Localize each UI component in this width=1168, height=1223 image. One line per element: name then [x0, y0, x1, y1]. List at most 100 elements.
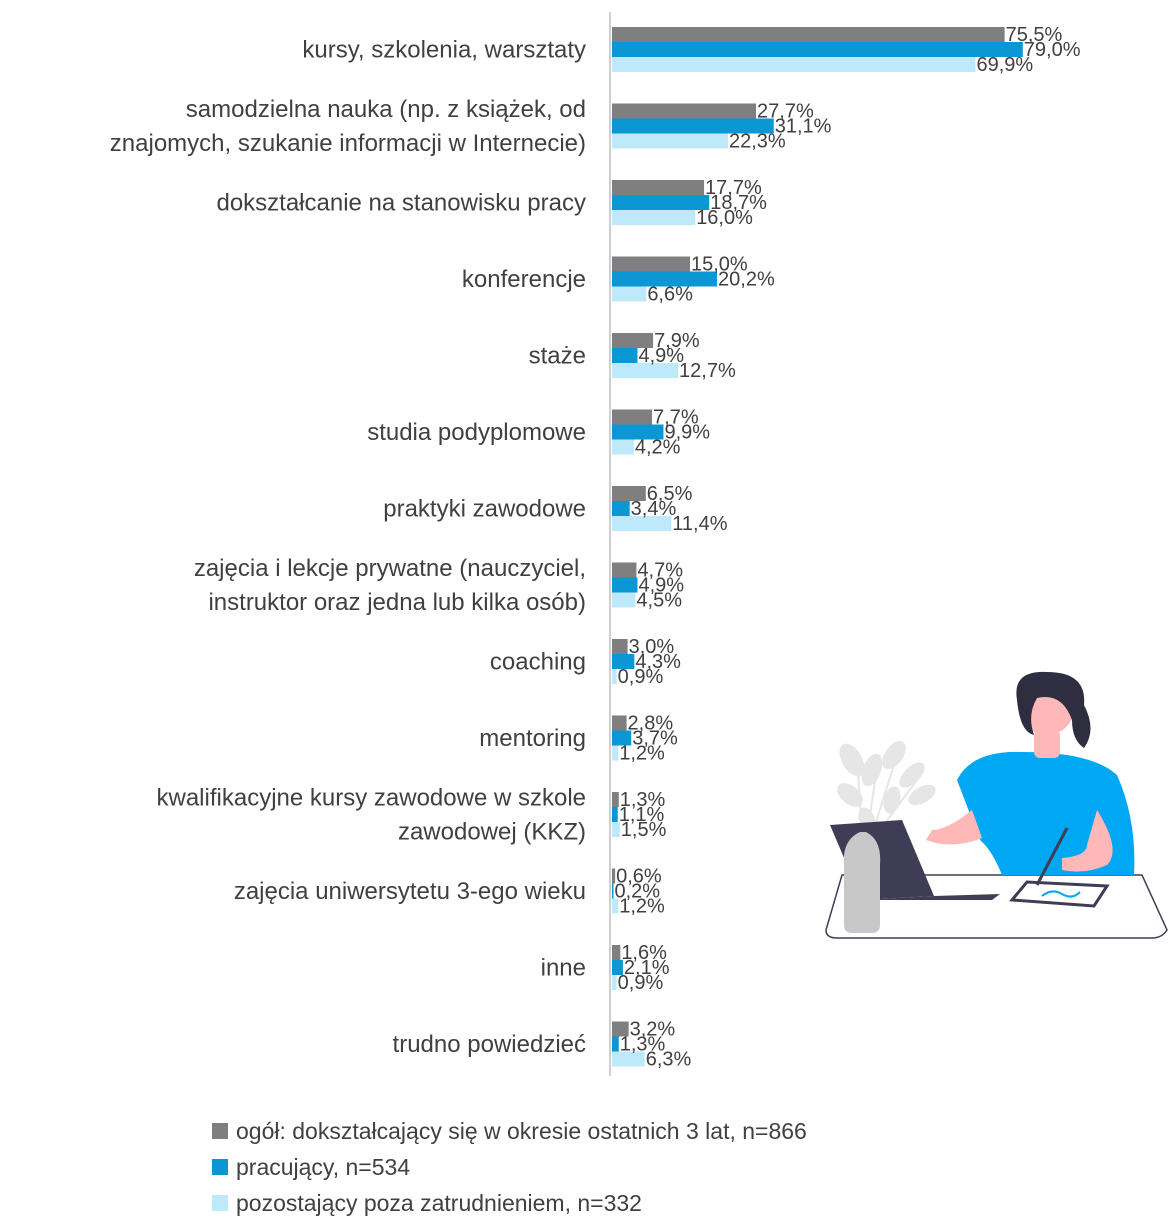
bar-series-3	[612, 210, 696, 225]
legend-label-series-3: pozostający poza zatrudnieniem, n=332	[236, 1189, 642, 1216]
bar-series-1	[612, 715, 627, 731]
bar-series-1	[612, 1021, 629, 1037]
category-label: dokształcanie na stanowisku pracy	[216, 190, 586, 217]
category-labels: kursy, szkolenia, warsztaty samodzielna n…	[110, 37, 586, 1059]
data-label-series-2: 1,1%	[619, 804, 665, 826]
bar-series-2	[612, 501, 630, 516]
bar-series-1	[612, 256, 690, 272]
data-label-series-3: 4,5%	[636, 590, 682, 612]
bar-series-3	[612, 975, 617, 990]
data-label-series-3: 22,3%	[729, 131, 786, 153]
bar-series-2	[612, 960, 623, 975]
data-label-series-1: 7,7%	[653, 407, 699, 429]
person-with-laptop-and-tablet-illustration	[825, 671, 1168, 939]
bar-series-1	[612, 868, 616, 884]
legend-swatch-series-1	[212, 1123, 228, 1139]
data-label-series-2: 31,1%	[775, 116, 832, 138]
data-label-series-3: 1,2%	[619, 743, 665, 765]
bar-series-2	[612, 271, 718, 287]
data-label-series-1: 3,0%	[629, 636, 675, 658]
bar-series-3	[612, 592, 636, 608]
data-label-series-1: 3,2%	[630, 1019, 676, 1041]
data-labels: 75,5%79,0%69,9%27,7%31,1%22,3%17,7%18,7%…	[615, 24, 1081, 1071]
data-label-series-1: 27,7%	[757, 101, 814, 123]
data-label-series-2: 0,2%	[615, 881, 661, 903]
bar-series-2	[612, 118, 774, 134]
bar-marks	[612, 27, 1023, 1067]
bar-series-2	[612, 1036, 619, 1052]
data-label-series-1: 2,8%	[628, 713, 674, 735]
category-label: konferencje	[462, 266, 586, 293]
legend-swatch-series-3	[212, 1195, 228, 1211]
bar-series-3	[612, 363, 679, 378]
data-label-series-3: 16,0%	[696, 207, 753, 229]
data-label-series-2: 9,9%	[664, 422, 710, 444]
data-label-series-1: 1,3%	[620, 789, 666, 811]
bar-series-1	[612, 562, 637, 578]
data-label-series-3: 1,2%	[619, 896, 665, 918]
data-label-series-3: 69,9%	[976, 54, 1033, 76]
bar-series-1	[612, 409, 653, 425]
legend-label-series-2: pracujący, n=534	[236, 1153, 411, 1180]
data-label-series-2: 3,4%	[631, 498, 677, 520]
bar-series-1	[612, 103, 757, 119]
bar-series-1	[612, 486, 646, 501]
bar-chart: kursy, szkolenia, warsztaty samodzielna n…	[110, 12, 1081, 1076]
bar-series-3	[612, 133, 728, 149]
data-label-series-2: 4,9%	[638, 345, 684, 367]
category-label: kursy, szkolenia, warsztaty	[302, 37, 586, 64]
legend-item-series-2: pracujący, n=534	[212, 1151, 807, 1183]
category-label: staże	[529, 343, 586, 370]
data-label-series-1: 7,9%	[654, 330, 700, 352]
data-label-series-1: 1,6%	[621, 942, 667, 964]
data-label-series-3: 0,9%	[618, 972, 664, 994]
bar-series-1	[612, 945, 621, 960]
data-label-series-3: 1,5%	[621, 819, 667, 841]
bar-series-2	[612, 424, 664, 440]
legend-label-series-1: ogół: dokształcający się w okresie ostat…	[236, 1117, 807, 1144]
bar-series-3	[612, 439, 634, 455]
bar-series-1	[612, 792, 619, 807]
data-label-series-3: 6,6%	[647, 284, 693, 306]
bar-series-3	[612, 57, 976, 72]
data-label-series-2: 3,7%	[632, 728, 678, 750]
legend-item-series-1: ogół: dokształcający się w okresie ostat…	[212, 1115, 807, 1147]
bar-series-2	[612, 577, 638, 593]
data-label-series-1: 15,0%	[691, 254, 748, 276]
category-label: mentoring	[479, 725, 586, 752]
bar-series-2	[612, 883, 614, 899]
bar-series-2	[612, 730, 632, 746]
bar-series-1	[612, 639, 628, 654]
data-label-series-3: 11,4%	[672, 513, 727, 535]
bar-series-2	[612, 807, 618, 822]
category-label: zajęcia uniwersytetu 3-ego wieku	[234, 878, 586, 905]
bar-series-2	[612, 654, 635, 669]
bar-series-1	[612, 180, 705, 195]
category-label: praktyki zawodowe	[383, 496, 586, 523]
data-label-series-2: 79,0%	[1024, 39, 1081, 61]
bar-series-3	[612, 898, 619, 914]
data-label-series-2: 4,3%	[635, 651, 681, 673]
data-label-series-3: 0,9%	[618, 666, 664, 688]
chart-legend: ogół: dokształcający się w okresie ostat…	[212, 1115, 807, 1223]
bar-series-1	[612, 333, 654, 348]
bar-series-1	[612, 27, 1005, 42]
legend-item-series-3: pozostający poza zatrudnieniem, n=332	[212, 1187, 807, 1219]
bar-series-3	[612, 286, 647, 302]
data-label-series-1: 0,6%	[616, 866, 662, 888]
legend-swatch-series-2	[212, 1159, 228, 1175]
bar-series-3	[612, 822, 620, 837]
data-label-series-1: 4,7%	[637, 560, 683, 582]
bar-series-2	[612, 42, 1023, 57]
bar-series-3	[612, 516, 672, 531]
bar-series-3	[612, 745, 619, 761]
category-label: studia podyplomowe	[367, 419, 586, 446]
data-label-series-3: 4,2%	[635, 437, 681, 459]
bar-series-2	[612, 195, 710, 210]
data-label-series-1: 6,5%	[647, 483, 693, 505]
data-label-series-3: 12,7%	[679, 360, 736, 382]
bar-series-3	[612, 1051, 645, 1067]
